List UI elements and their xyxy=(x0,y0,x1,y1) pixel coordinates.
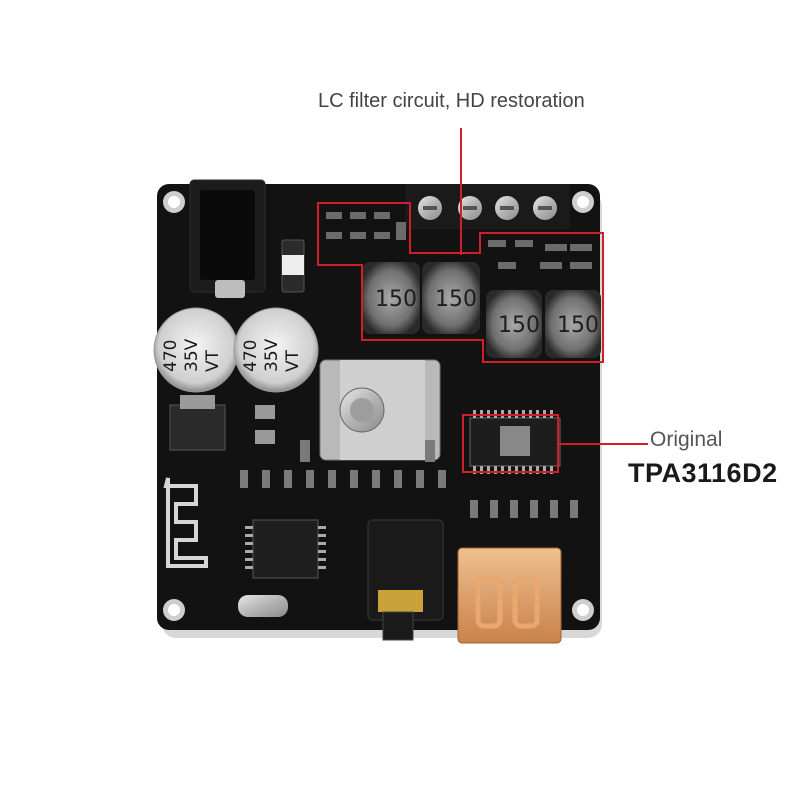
bluetooth-chip xyxy=(245,519,326,579)
electrolytic-capacitors xyxy=(153,307,319,393)
crystal xyxy=(238,595,288,617)
svg-text:150: 150 xyxy=(498,313,540,338)
svg-text:35V: 35V xyxy=(182,338,202,372)
svg-text:470: 470 xyxy=(161,340,181,372)
bluetooth-antenna xyxy=(163,477,208,568)
audio-jack xyxy=(367,519,444,641)
amplifier-chip xyxy=(469,410,561,474)
mounting-holes xyxy=(163,191,594,621)
svg-text:150: 150 xyxy=(375,287,417,312)
dc-power-jack xyxy=(189,179,266,298)
original-label: Original xyxy=(650,428,723,451)
svg-text:VT: VT xyxy=(283,349,303,372)
lc-filter-label: LC filter circuit, HD restoration xyxy=(318,90,585,112)
lc-filter-highlight xyxy=(317,202,604,363)
usb-port xyxy=(457,547,562,644)
svg-text:150: 150 xyxy=(435,287,477,312)
svg-text:150: 150 xyxy=(557,313,599,338)
smd-resistor-rows xyxy=(240,440,578,518)
voltage-regulator xyxy=(169,395,275,451)
svg-text:470: 470 xyxy=(241,340,261,372)
diode-band xyxy=(282,255,304,275)
capacitor-labels: 470 35V VT 470 35V VT xyxy=(161,338,303,372)
speaker-terminal xyxy=(405,184,570,229)
callout-highlights xyxy=(317,128,648,473)
volume-potentiometer xyxy=(319,359,441,461)
smd-cluster-top xyxy=(326,212,592,269)
inductor-labels: 150 150 150 150 xyxy=(375,287,599,338)
chip-model-label: TPA3116D2 xyxy=(628,458,778,488)
inductors xyxy=(362,262,601,358)
svg-text:35V: 35V xyxy=(262,338,282,372)
svg-text:VT: VT xyxy=(203,349,223,372)
